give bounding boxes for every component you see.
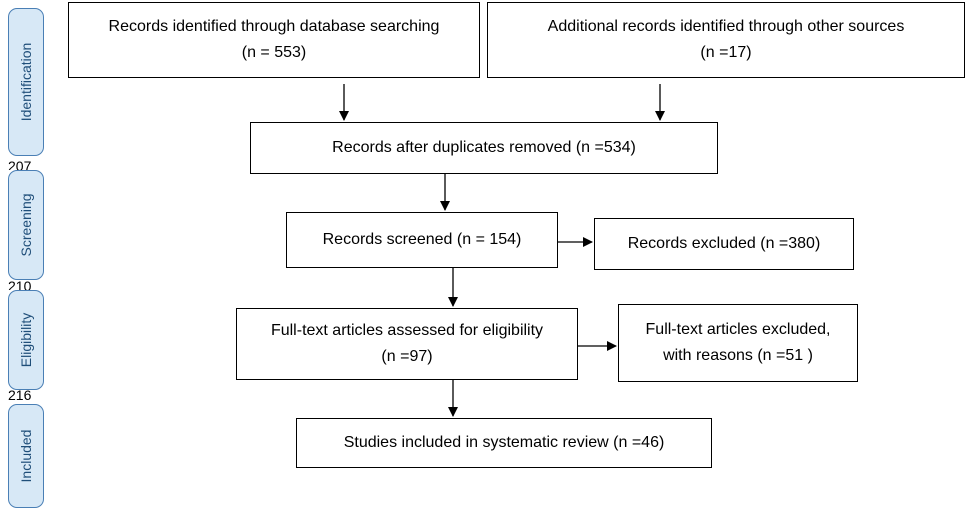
- duplicates-removed-box: Records after duplicates removed (n =534…: [250, 122, 718, 174]
- records-excluded-text: Records excluded (n =380): [627, 235, 821, 252]
- fulltext-assessed-count: (n =97): [381, 348, 433, 365]
- studies-included-box: Studies included in systematic review (n…: [296, 418, 712, 468]
- studies-included-text: Studies included in systematic review (n…: [343, 434, 665, 451]
- phase-identification: Identification: [8, 8, 44, 156]
- other-sources-count: (n =17): [700, 44, 752, 61]
- records-excluded-box: Records excluded (n =380): [594, 218, 854, 270]
- stray-mark-2: 210: [8, 280, 32, 290]
- records-screened-box: Records screened (n = 154): [286, 212, 558, 268]
- database-records-text: Records identified through database sear…: [108, 18, 440, 35]
- phase-eligibility: Eligibility: [8, 290, 44, 390]
- fulltext-excluded-count: with reasons (n =51 ): [663, 347, 813, 364]
- fulltext-excluded-text: Full-text articles excluded,: [645, 321, 831, 338]
- stray-mark-3: 216: [8, 387, 32, 403]
- phase-included: Included: [8, 404, 44, 508]
- database-records-count: (n = 553): [241, 44, 307, 61]
- records-screened-text: Records screened (n = 154): [322, 231, 522, 248]
- database-records-box: Records identified through database sear…: [68, 2, 480, 78]
- fulltext-assessed-text: Full-text articles assessed for eligibil…: [270, 322, 544, 339]
- phase-screening: Screening: [8, 170, 44, 280]
- other-sources-text: Additional records identified through ot…: [547, 18, 905, 35]
- stray-mark-1: 207: [8, 158, 32, 170]
- duplicates-removed-text: Records after duplicates removed (n =534…: [332, 139, 636, 156]
- fulltext-excluded-box: Full-text articles excluded, with reason…: [618, 304, 858, 382]
- fulltext-assessed-box: Full-text articles assessed for eligibil…: [236, 308, 578, 380]
- other-sources-box: Additional records identified through ot…: [487, 2, 965, 78]
